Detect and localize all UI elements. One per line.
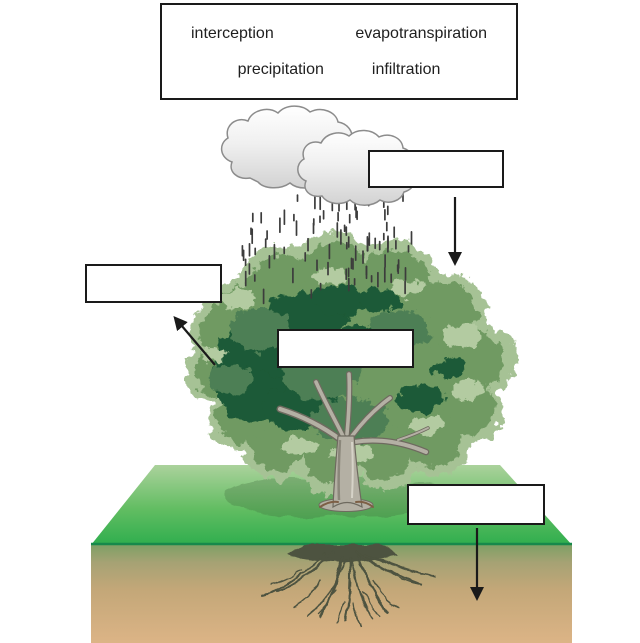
rain [241,190,413,305]
arrows [173,197,484,601]
word-bank: interception evapotranspiration precipit… [160,3,518,100]
answer-box-top-right[interactable] [368,150,504,188]
word-infiltration: infiltration [371,61,441,78]
answer-box-center-canopy[interactable] [277,329,414,368]
word-interception: interception [191,25,274,42]
answer-box-left[interactable] [85,264,222,303]
word-evapotranspiration: evapotranspiration [355,25,487,42]
arrow-interception [173,315,216,366]
word-bank-row-2: precipitation infiltration [162,60,516,79]
answer-box-bottom-right[interactable] [407,484,545,525]
word-precipitation: precipitation [237,61,324,78]
word-bank-row-1: interception evapotranspiration [162,24,516,43]
tree-roots [262,545,435,627]
tree-trunk [276,371,430,512]
